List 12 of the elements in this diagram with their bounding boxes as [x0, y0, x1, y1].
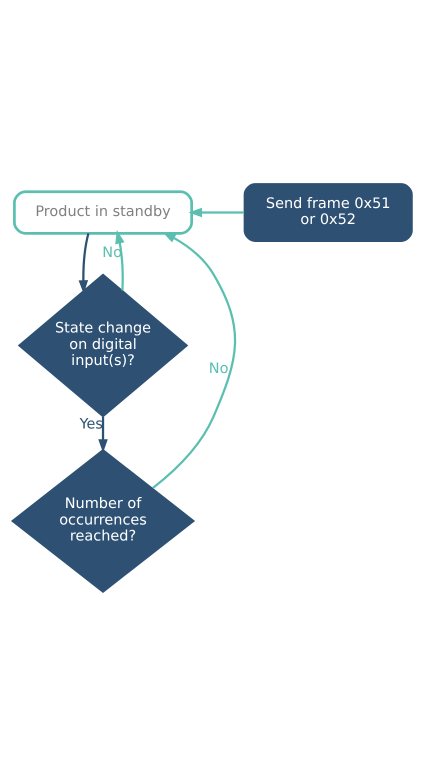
node-box: Product in standby: [13, 190, 193, 235]
arrow: [188, 208, 244, 218]
arrow: [78, 233, 90, 294]
edge-label: Yes: [80, 416, 103, 433]
edge-label: No: [208, 360, 228, 377]
arrow: [115, 230, 124, 290]
node-box: Send frame 0x51 or 0x52: [244, 183, 413, 242]
arrow: [98, 417, 108, 453]
node-diamond: Number of occurrences reached?: [10, 448, 196, 593]
node-diamond: State change on digital input(s)?: [18, 273, 188, 418]
edge-label: No: [102, 245, 122, 262]
arrow: [152, 232, 236, 489]
